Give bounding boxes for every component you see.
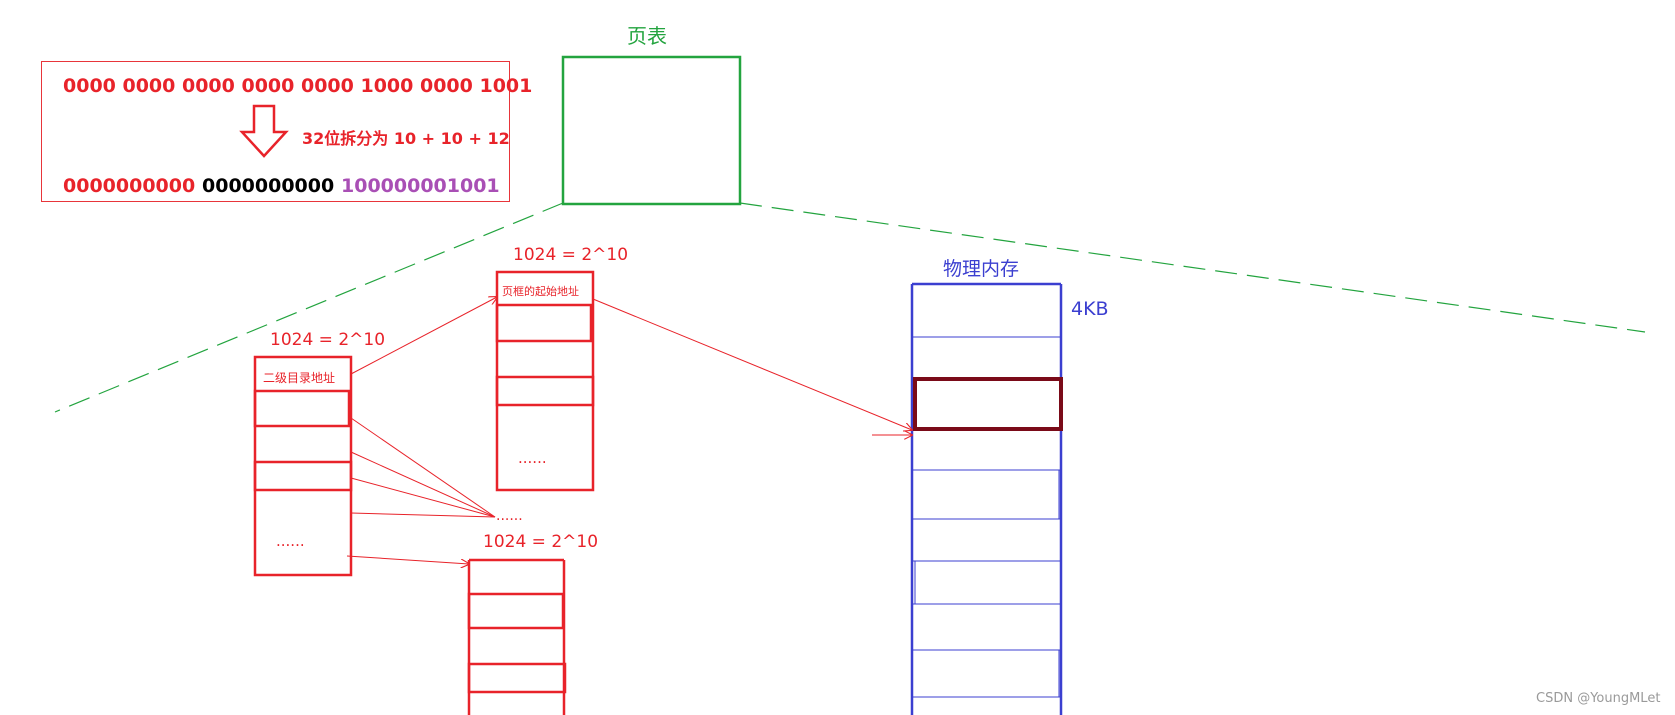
watermark: CSDN @YoungMLet	[1536, 691, 1661, 706]
level1-first-entry: 二级目录地址	[263, 371, 336, 385]
dir-entry-link-3	[350, 477, 496, 518]
target-page-frame	[913, 377, 1063, 431]
page-table-title: 页表	[627, 24, 667, 48]
physical-memory-column	[910, 282, 1063, 715]
offset-bits: 100000001001	[341, 175, 500, 197]
split-note: 32位拆分为 10 + 10 + 12	[302, 129, 510, 148]
page-table-level2-top	[495, 270, 595, 492]
table-bits: 0000000000	[202, 175, 335, 197]
page-table-expand-right	[739, 202, 1646, 333]
binary-address: 0000 0000 0000 0000 0000 1000 0000 1001	[63, 75, 533, 97]
level2-bottom-count-label: 1024 = 2^10	[483, 532, 599, 552]
page-table-expand-left	[54, 202, 564, 413]
address-box	[41, 61, 510, 202]
page-directory	[253, 355, 353, 577]
page-table-box	[561, 55, 742, 206]
level2-top-ellipsis: ......	[518, 449, 547, 467]
frame-address-arrow	[592, 298, 912, 430]
physical-memory-title: 物理内存	[943, 258, 1020, 280]
split-down-arrow	[239, 104, 289, 158]
level2-top-count-label: 1024 = 2^10	[513, 245, 629, 265]
dir-entry-link-2	[350, 451, 496, 518]
level1-ellipsis: ......	[276, 532, 305, 550]
dir-entry-link-4	[350, 512, 496, 518]
block-size-label: 4KB	[1071, 298, 1109, 320]
page-table-level2-bottom	[467, 558, 567, 715]
middle-ellipsis: ......	[496, 508, 523, 524]
dir-entry-link-1	[350, 417, 496, 518]
level2-top-first-entry: 页框的起始地址	[502, 285, 579, 298]
level1-count-label: 1024 = 2^10	[270, 330, 386, 350]
dir-to-table-arrow	[350, 297, 497, 375]
dir-to-bottom-table-arrow	[346, 555, 469, 564]
directory-bits: 0000000000	[63, 175, 196, 197]
